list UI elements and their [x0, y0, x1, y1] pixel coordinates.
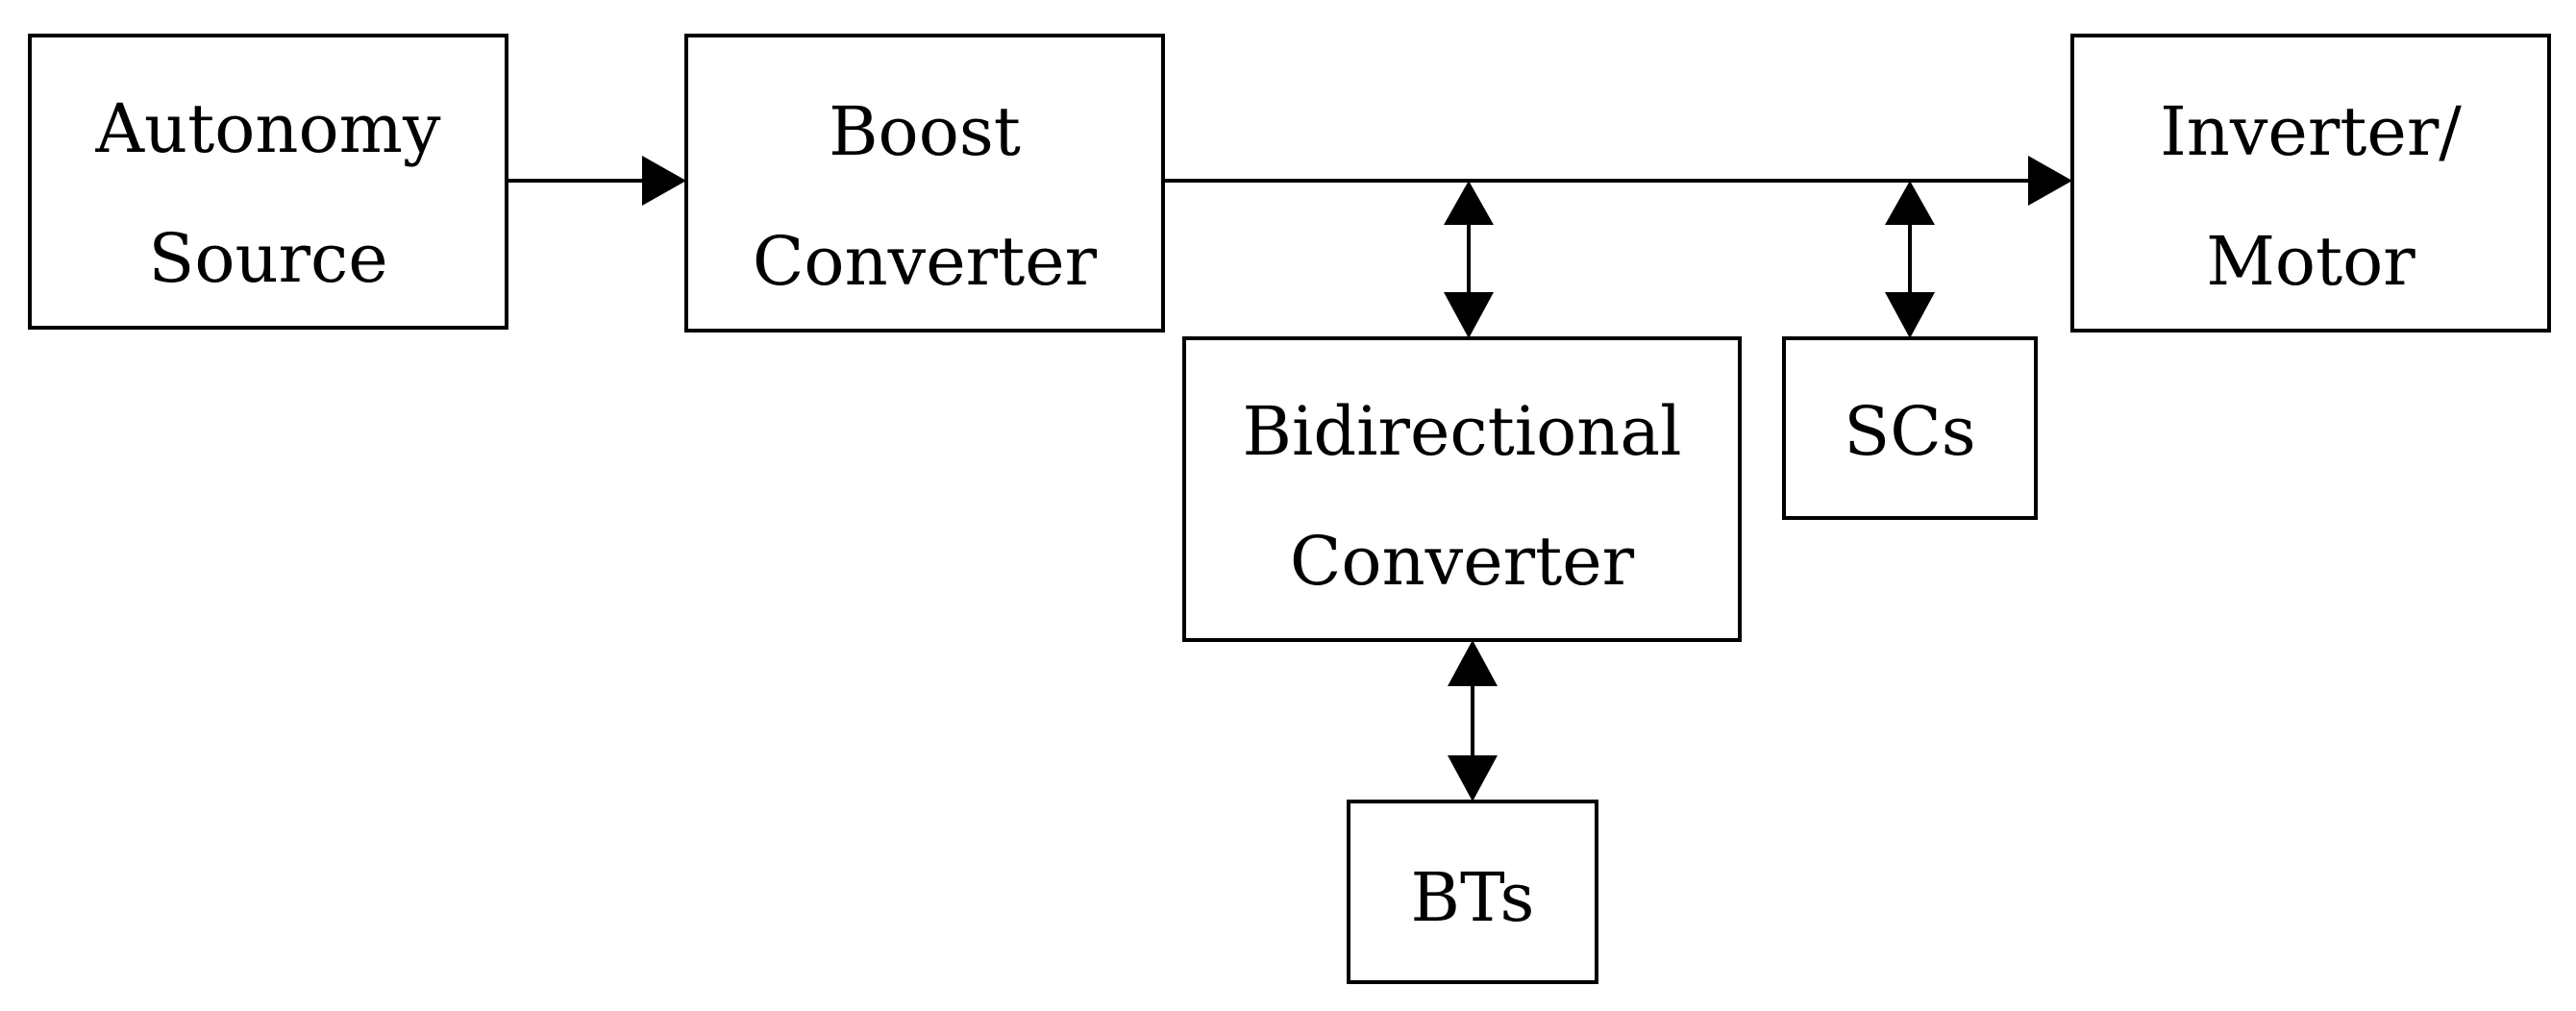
bts-box: [1347, 800, 1598, 984]
boost-converter-block: Boost Converter: [684, 34, 1165, 333]
arrow-converter-bts: [1448, 640, 1498, 801]
autonomy-source-label-line1: Autonomy: [94, 89, 441, 168]
autonomy-source-label-line2: Source: [148, 219, 387, 298]
bidirectional-converter-block: Bidirectional Converter: [1182, 336, 1742, 642]
bts-block: BTs: [1347, 800, 1598, 984]
boost-converter-label-line2: Converter: [753, 222, 1098, 301]
arrow-down-icon: [1448, 755, 1498, 801]
bts-label: BTs: [1411, 858, 1535, 937]
arrow-source-to-boost: [507, 156, 686, 206]
boost-converter-box: [684, 34, 1165, 333]
scs-label: SCs: [1844, 392, 1975, 471]
inverter-motor-label-line1: Inverter/: [2160, 92, 2462, 171]
arrow-up-icon: [1885, 181, 1935, 225]
arrow-down-icon: [1444, 292, 1494, 338]
bidirectional-converter-label-line2: Converter: [1290, 522, 1635, 601]
bidirectional-converter-label-line1: Bidirectional: [1243, 392, 1682, 471]
bidirectional-converter-box: [1182, 336, 1742, 642]
arrow-right-icon: [642, 156, 686, 206]
inverter-motor-box: [2070, 34, 2551, 333]
inverter-motor-block: Inverter/ Motor: [2070, 34, 2551, 333]
boost-converter-label-line1: Boost: [829, 92, 1021, 171]
arrow-right-icon: [2028, 156, 2072, 206]
dc-bus-arrow-to-inverter: [1163, 156, 2072, 206]
scs-box: [1782, 336, 2038, 520]
arrow-up-icon: [1444, 181, 1494, 225]
arrow-down-icon: [1885, 292, 1935, 338]
arrow-up-icon: [1448, 640, 1498, 686]
scs-block: SCs: [1782, 336, 2038, 520]
arrow-bus-scs: [1885, 181, 1935, 338]
autonomy-source-box: [28, 34, 508, 330]
arrow-bus-bidirectional-converter: [1444, 181, 1494, 338]
inverter-motor-label-line2: Motor: [2206, 222, 2415, 301]
autonomy-source-block: Autonomy Source: [28, 34, 508, 330]
